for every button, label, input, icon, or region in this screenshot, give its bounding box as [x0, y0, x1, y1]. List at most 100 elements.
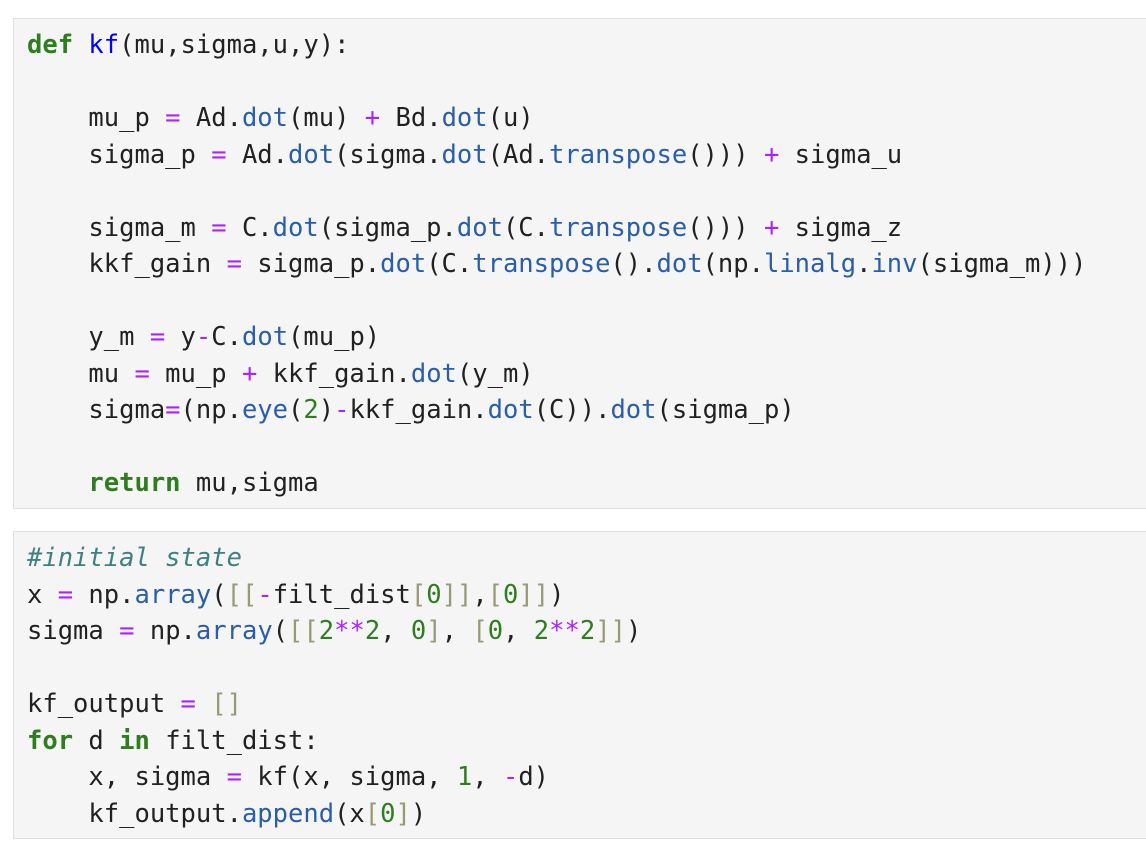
- token-operator: +: [763, 212, 780, 243]
- code-line: sigma = np.array([[2**2, 0], [0, 2**2]]): [27, 613, 1146, 650]
- token-code-text: (Ad.: [487, 139, 550, 170]
- token-operator: =: [165, 103, 181, 133]
- token-bracket: ]]: [595, 616, 626, 646]
- token-operator: =: [165, 395, 181, 425]
- token-comment: #initial state: [27, 543, 242, 573]
- token-code-text: sigma_m: [27, 212, 212, 243]
- token-attribute: append: [241, 798, 335, 829]
- token-code-text: Ad.: [226, 139, 289, 170]
- token-code-text: (mu): [288, 103, 365, 133]
- token-attribute: array: [195, 616, 273, 646]
- code-line: #initial state: [27, 540, 1146, 577]
- token-code-text: kkf_gain.: [257, 358, 411, 389]
- token-operator: -: [502, 762, 519, 792]
- token-code-text: mu: [27, 358, 135, 389]
- token-operator: **: [549, 616, 580, 646]
- token-code-text: (np.: [180, 395, 242, 425]
- token-attribute: dot: [487, 395, 534, 425]
- token-operator: -: [257, 579, 273, 610]
- code-cell-kf-function[interactable]: def kf(mu,sigma,u,y): mu_p = Ad.dot(mu) …: [13, 18, 1146, 509]
- token-code-text: d: [73, 725, 120, 756]
- token-code-text: d): [518, 762, 550, 792]
- token-code-text: kf(x, sigma,: [241, 762, 457, 792]
- token-code-text: ): [410, 798, 427, 829]
- token-code-text: ): [625, 616, 642, 646]
- token-code-text: (C.: [502, 212, 550, 243]
- token-bracket: ]: [426, 616, 442, 646]
- token-code-text: kkf_gain.: [349, 395, 488, 425]
- code-line: kkf_gain = sigma_p.dot(C.transpose().dot…: [27, 246, 1146, 283]
- token-operator: =: [211, 139, 227, 170]
- token-code-text: (: [211, 579, 227, 610]
- token-function-name: kf: [88, 30, 120, 60]
- token-operator: -: [195, 322, 212, 352]
- token-code-text: ())): [687, 212, 764, 243]
- token-operator: =: [211, 212, 227, 243]
- token-code-text: (mu,sigma,u,y):: [119, 30, 350, 60]
- token-code-text: (sigma_m))): [917, 249, 1087, 279]
- token-attribute: dot: [610, 395, 657, 425]
- token-code-text: y: [165, 322, 196, 352]
- token-code-text: Bd.: [380, 103, 442, 133]
- code-line: y_m = y-C.dot(mu_p): [27, 319, 1146, 356]
- token-number: 2: [533, 616, 550, 646]
- token-code-text: (sigma.: [334, 139, 442, 170]
- token-attribute: dot: [456, 212, 503, 243]
- token-code-text: (: [288, 395, 304, 425]
- token-code-text: (x: [334, 798, 365, 829]
- token-code-text: sigma: [27, 616, 120, 646]
- token-code-text: (y_m): [456, 358, 534, 389]
- token-code-text: np.: [134, 616, 196, 646]
- code-line: for d in filt_dist:: [27, 723, 1146, 760]
- token-attribute: dot: [656, 249, 703, 279]
- token-code-text: Ad.: [180, 103, 242, 133]
- token-bracket: [: [364, 798, 381, 829]
- token-keyword: in: [119, 725, 150, 756]
- token-bracket: [: [410, 579, 427, 610]
- token-code-text: (sigma_p.: [318, 212, 457, 243]
- token-code-text: ): [549, 579, 565, 610]
- code-line: kf_output.append(x[0]): [27, 796, 1146, 833]
- token-number: 0: [487, 616, 504, 646]
- token-code-text: (: [272, 616, 289, 646]
- code-line: sigma=(np.eye(2)-kkf_gain.dot(C)).dot(si…: [27, 392, 1146, 429]
- token-operator: =: [57, 579, 74, 610]
- token-attribute: dot: [410, 358, 457, 389]
- token-code-text: .: [856, 249, 872, 279]
- token-operator: **: [334, 616, 365, 646]
- token-code-text: sigma_u: [779, 139, 903, 170]
- token-code-text: (mu_p): [288, 322, 381, 352]
- token-operator: +: [763, 139, 780, 170]
- token-code-text: np.: [73, 579, 135, 610]
- token-code-text: ,: [441, 616, 473, 646]
- token-number: 0: [410, 616, 427, 646]
- token-code-text: C.: [211, 322, 242, 352]
- token-number: 2: [579, 616, 596, 646]
- code-line: [27, 283, 1146, 320]
- token-code-text: ,: [472, 579, 488, 610]
- token-bracket: [[: [226, 579, 258, 610]
- token-code-text: (u): [487, 103, 534, 133]
- token-code-text: ,: [380, 616, 411, 646]
- code-line: def kf(mu,sigma,u,y):: [27, 27, 1146, 64]
- token-code-text: mu_p: [27, 103, 166, 133]
- code-line: mu_p = Ad.dot(mu) + Bd.dot(u): [27, 100, 1146, 137]
- token-bracket: ]]: [518, 579, 550, 610]
- code-line: [27, 173, 1146, 210]
- code-line: x, sigma = kf(x, sigma, 1, -d): [27, 759, 1146, 796]
- code-line: [27, 64, 1146, 101]
- code-line: sigma_p = Ad.dot(sigma.dot(Ad.transpose(…: [27, 137, 1146, 174]
- token-operator: =: [149, 322, 166, 352]
- code-line: x = np.array([[-filt_dist[0]],[0]]): [27, 577, 1146, 614]
- token-code-text: y_m: [27, 322, 150, 352]
- token-bracket: [: [487, 579, 504, 610]
- token-bracket: []: [211, 689, 242, 719]
- token-code-text: filt_dist:: [149, 725, 319, 756]
- token-attribute: dot: [241, 322, 289, 352]
- token-code-text: sigma: [27, 395, 166, 425]
- token-operator: =: [226, 762, 242, 792]
- token-code-text: ,: [503, 616, 534, 646]
- token-code-text: kf_output.: [27, 798, 242, 829]
- token-attribute: linalg: [763, 249, 857, 279]
